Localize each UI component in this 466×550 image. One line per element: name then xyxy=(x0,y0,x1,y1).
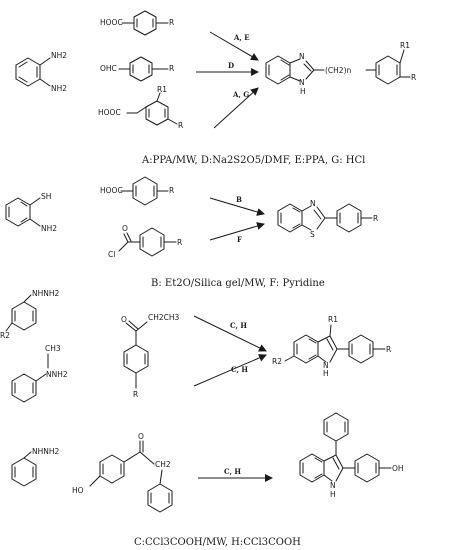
reagent-label: F xyxy=(237,235,242,244)
r2-label: R2 xyxy=(0,331,10,340)
r-label: R xyxy=(169,18,174,27)
o-label: O xyxy=(121,315,127,324)
h-label: H xyxy=(330,490,336,499)
substituted-propiophenone: O CH2CH3 R xyxy=(121,313,180,399)
reagent-label: A, E xyxy=(233,33,250,42)
n-label: N xyxy=(299,78,305,87)
row3-indole-synthesis: NHNH2 R2 CH3 NNH2 O CH2CH3 R xyxy=(0,289,391,403)
row4-hydroxyphenyl-indole-synthesis: NHNH2 HO O CH2 C, H xyxy=(11,412,404,548)
reagent-label: B xyxy=(236,195,242,204)
reagent-label: C, H xyxy=(230,321,247,330)
substituted-benzoic-acid: HOOC R xyxy=(100,176,174,206)
benzothiazole-product: N S R xyxy=(277,199,378,239)
nh2-label: NH2 xyxy=(41,224,57,233)
substituted-benzaldehyde: OHC R xyxy=(100,56,174,82)
h-label: H xyxy=(300,87,306,96)
row1-benzimidazole-synthesis: NH2 NH2 HOOC R OHC R xyxy=(15,10,416,166)
row4-arrow: C, H xyxy=(198,467,273,482)
row3-arrows: C, H C, H xyxy=(193,315,267,387)
conditions-caption: C:CCl3COOH/MW, H:CCl3COOH xyxy=(134,537,301,548)
reagent-label: D xyxy=(228,61,234,70)
n-label: N xyxy=(299,52,305,61)
r2-label: R2 xyxy=(272,357,282,366)
nh2-label: NH2 xyxy=(51,51,67,60)
n-label: N xyxy=(323,361,329,370)
ch2-label: CH2 xyxy=(155,460,171,469)
h-label: H xyxy=(323,369,329,378)
benzimidazole-product: N N H (CH2)n R1 R xyxy=(265,41,416,96)
substituted-phenylacetic-acid: HOOC R1 R xyxy=(98,85,183,130)
reagent-label: A, G xyxy=(232,90,249,99)
2-aminothiophenol: SH NH2 xyxy=(5,192,57,233)
cooh-label: HOOC xyxy=(100,18,123,27)
ch3-label: CH3 xyxy=(45,344,61,353)
nh2-label: NH2 xyxy=(51,84,67,93)
ho-label: HO xyxy=(72,486,84,495)
sh-label: SH xyxy=(41,192,51,201)
2-4-hydroxyphenyl-3-phenylindole-product: N H OH xyxy=(299,412,404,499)
r-label: R xyxy=(133,390,138,399)
row2-benzothiazole-synthesis: SH NH2 HOOC R O Cl R xyxy=(5,176,378,289)
conditions-caption: A:PPA/MW, D:Na2S2O5/DMF, E:PPA, G: HCl xyxy=(141,155,365,166)
chain-label: (CH2)n xyxy=(325,66,352,75)
row2-arrows: B F xyxy=(209,195,265,244)
nhnh2-label: NHNH2 xyxy=(32,447,60,456)
r-label: R xyxy=(169,186,174,195)
n-label: N xyxy=(310,199,316,208)
cho-label: OHC xyxy=(100,64,117,73)
cooh-label: HOOC xyxy=(100,186,123,195)
o-label: O xyxy=(138,432,144,441)
cl-label: Cl xyxy=(108,250,115,259)
oh-label: OH xyxy=(392,464,404,473)
r1-label: R1 xyxy=(328,315,338,324)
2-arylindole-product: R1 R2 N H R xyxy=(272,315,391,378)
nhnh2-label: NHNH2 xyxy=(32,289,60,298)
n-label: N xyxy=(330,481,336,490)
o-phenylenediamine: NH2 NH2 xyxy=(15,51,67,93)
r-label: R xyxy=(386,345,391,354)
reagent-label: C, H xyxy=(224,467,241,476)
r-label: R xyxy=(177,238,182,247)
reagent-label: C, H xyxy=(231,365,248,374)
ethyl-label: CH2CH3 xyxy=(148,313,180,322)
nnh2-label: NNH2 xyxy=(46,370,68,379)
o-label: O xyxy=(122,224,128,233)
substituted-phenylhydrazine: NHNH2 R2 xyxy=(0,289,60,340)
r-label: R xyxy=(169,64,174,73)
r1-label: R1 xyxy=(400,41,410,50)
r-label: R xyxy=(178,121,183,130)
4-hydroxydeoxybenzoin: HO O CH2 xyxy=(72,432,173,513)
n-methylphenylhydrazine: CH3 NNH2 xyxy=(11,344,68,403)
conditions-caption: B: Et2O/Silica gel/MW, F: Pyridine xyxy=(151,278,325,289)
s-label: S xyxy=(310,230,315,239)
r1-label: R1 xyxy=(157,85,167,94)
substituted-benzoyl-chloride: O Cl R xyxy=(108,224,182,259)
row1-arrows: A, E D A, G xyxy=(196,31,259,129)
r-label: R xyxy=(373,214,378,223)
substituted-benzoic-acid: HOOC R xyxy=(100,10,174,36)
phenylhydrazine: NHNH2 xyxy=(11,447,60,487)
r-label: R xyxy=(411,73,416,82)
cooh-label: HOOC xyxy=(98,108,121,117)
